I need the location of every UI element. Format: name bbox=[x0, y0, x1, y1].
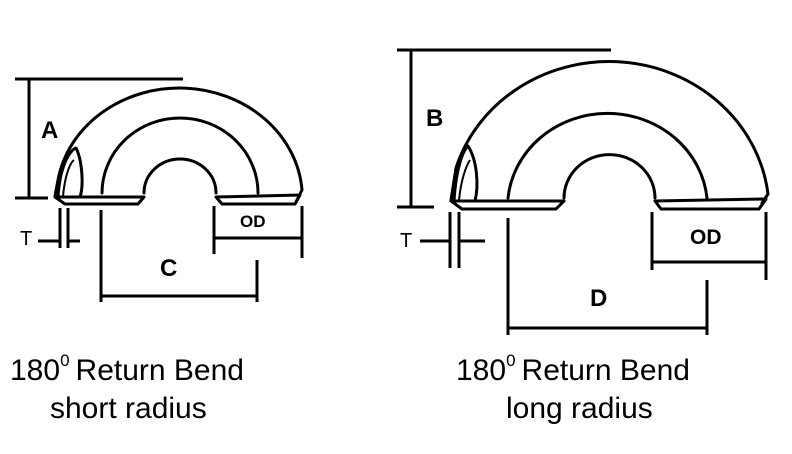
long-radius-caption-number: 180 bbox=[456, 354, 506, 387]
long-radius-caption-title-text: Return Bend bbox=[522, 354, 690, 387]
short-radius-center-label: C bbox=[160, 255, 177, 282]
short-radius-caption-subtitle: short radius bbox=[50, 392, 207, 425]
long-radius-bend-outline bbox=[449, 60, 770, 211]
long-radius-caption-title: 1800 Return Bend bbox=[456, 351, 690, 387]
long-radius-center-dimension bbox=[506, 218, 709, 335]
short-radius-height-label: A bbox=[41, 117, 58, 144]
long-radius-thickness-label: T bbox=[400, 230, 412, 252]
short-radius-bend-outline bbox=[53, 86, 304, 206]
short-radius-caption-degree: 0 bbox=[60, 351, 69, 370]
long-radius-center-label: D bbox=[590, 285, 607, 312]
short-radius-thickness-label: T bbox=[20, 228, 32, 250]
short-radius-caption-title: 1800 Return Bend bbox=[10, 351, 244, 387]
long-radius-caption-degree: 0 bbox=[506, 351, 515, 370]
short-radius-height-dimension bbox=[15, 77, 183, 200]
short-radius-od-dimension bbox=[212, 206, 304, 258]
long-radius-height-dimension bbox=[397, 48, 611, 209]
short-radius-center-dimension bbox=[99, 210, 259, 302]
short-radius-thickness-dimension bbox=[38, 208, 80, 248]
long-radius-od-dimension bbox=[650, 212, 768, 280]
short-radius-figure: A T OD C 1800 Return Bend short radius bbox=[10, 77, 304, 425]
long-radius-caption-subtitle: long radius bbox=[506, 392, 653, 425]
long-radius-height-label: B bbox=[426, 105, 443, 132]
short-radius-od-label: OD bbox=[240, 212, 266, 231]
short-radius-caption-number: 180 bbox=[10, 354, 60, 387]
long-radius-figure: B T OD D 1800 Return Bend long radius bbox=[397, 48, 770, 425]
short-radius-caption-title-text: Return Bend bbox=[76, 354, 244, 387]
long-radius-thickness-dimension bbox=[420, 212, 485, 268]
long-radius-od-label: OD bbox=[690, 226, 722, 249]
